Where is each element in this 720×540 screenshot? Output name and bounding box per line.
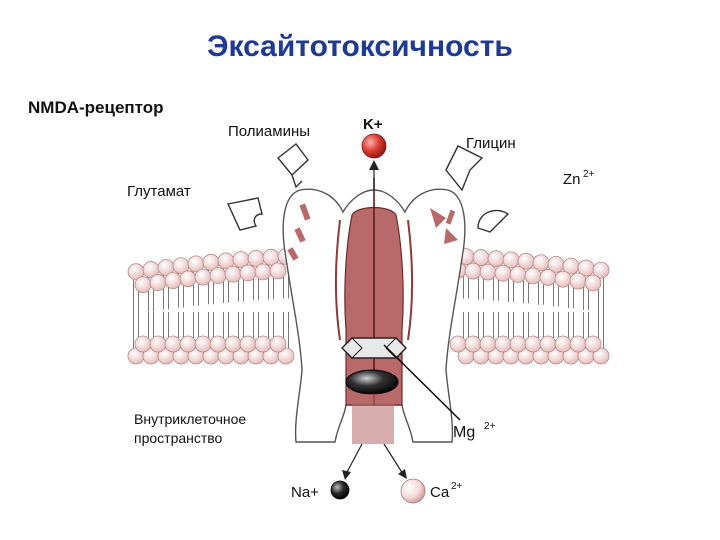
lipid-head [194, 268, 212, 286]
potassium-ion [361, 133, 387, 159]
glycine-label: Глицин [466, 135, 516, 152]
magnesium-block-site [341, 337, 407, 359]
glycine-ligand [445, 145, 484, 192]
lipid-head [209, 335, 227, 353]
lipid-head [149, 335, 167, 353]
zinc-ligand [477, 209, 510, 233]
lipid-head [554, 270, 572, 288]
magnesium-label: Mg [453, 424, 476, 441]
zinc-label: Zn [563, 171, 581, 188]
nmda-receptor-label: NMDA-рецептор [28, 98, 164, 117]
lipid-head [179, 335, 197, 353]
lipid-head [524, 267, 542, 285]
lower-channel [352, 394, 394, 444]
lipid-head [524, 335, 542, 353]
lipid-head [277, 347, 295, 365]
zinc-charge: 2+ [583, 169, 595, 180]
lipid-head [194, 335, 212, 353]
lipid-head [239, 335, 257, 353]
lipid-head [554, 335, 572, 353]
calcium-ion [400, 478, 426, 504]
ca-arrow [383, 443, 404, 475]
binding-site-mark [430, 208, 446, 228]
slide-title: Эксайтотоксичность [207, 30, 513, 63]
lipid-head [539, 269, 557, 286]
polyamines-label: Полиамины [228, 123, 311, 140]
lipid-head [149, 274, 167, 291]
lipid-head [224, 265, 242, 283]
mg-pointer-line [383, 344, 461, 421]
glutamate-label: Глутамат [127, 183, 191, 200]
polyamine-ligand [277, 143, 309, 189]
lipid-head [592, 261, 610, 279]
lipid-head [224, 335, 242, 353]
intracellular-label-line2: пространство [134, 430, 223, 446]
lipid-head [509, 335, 527, 353]
lipid-head [592, 347, 610, 365]
magnesium-ion [345, 369, 399, 395]
lipid-head [239, 264, 257, 282]
lipid-head [569, 335, 587, 353]
k-arrow-head [369, 160, 379, 170]
lipid-head [509, 266, 527, 283]
lipid-head [134, 335, 152, 353]
lipid-head [479, 263, 497, 281]
lipid-head [464, 262, 482, 280]
binding-site-mark [294, 227, 306, 243]
binding-site-mark [287, 247, 299, 261]
sodium-label: Na+ [291, 484, 319, 501]
lipid-head [449, 335, 467, 353]
na-arrow [345, 443, 363, 475]
calcium-label: Ca [430, 484, 450, 501]
calcium-charge: 2+ [451, 481, 463, 492]
k-ion-label: K+ [363, 116, 383, 133]
lipid-head [494, 264, 512, 282]
ca-arrow-head [398, 469, 407, 479]
lipid-head [164, 272, 182, 290]
lipid-head [494, 335, 512, 353]
lipid-head [164, 335, 182, 353]
lipid-head [479, 335, 497, 353]
receptor-body [282, 178, 466, 444]
binding-site-mark [444, 228, 458, 244]
binding-site-mark [299, 203, 311, 221]
lipid-head [254, 263, 272, 281]
lipid-head [584, 335, 602, 353]
lipid-head [269, 335, 287, 353]
lipid-head [209, 267, 227, 285]
lipid-head [569, 272, 587, 290]
lipid-head [464, 335, 482, 353]
glutamate-ligand [226, 197, 263, 231]
lipid-head [584, 274, 602, 292]
lipid-head [269, 262, 287, 280]
lipid-head [134, 276, 152, 294]
lipid-head [539, 335, 557, 353]
magnesium-charge: 2+ [484, 421, 496, 432]
lipid-head [254, 335, 272, 353]
lipid-head [179, 270, 197, 288]
intracellular-label-line1: Внутриклеточное [134, 411, 247, 427]
na-arrow-head [342, 470, 351, 480]
binding-site-mark [445, 209, 456, 225]
sodium-ion [330, 480, 350, 500]
